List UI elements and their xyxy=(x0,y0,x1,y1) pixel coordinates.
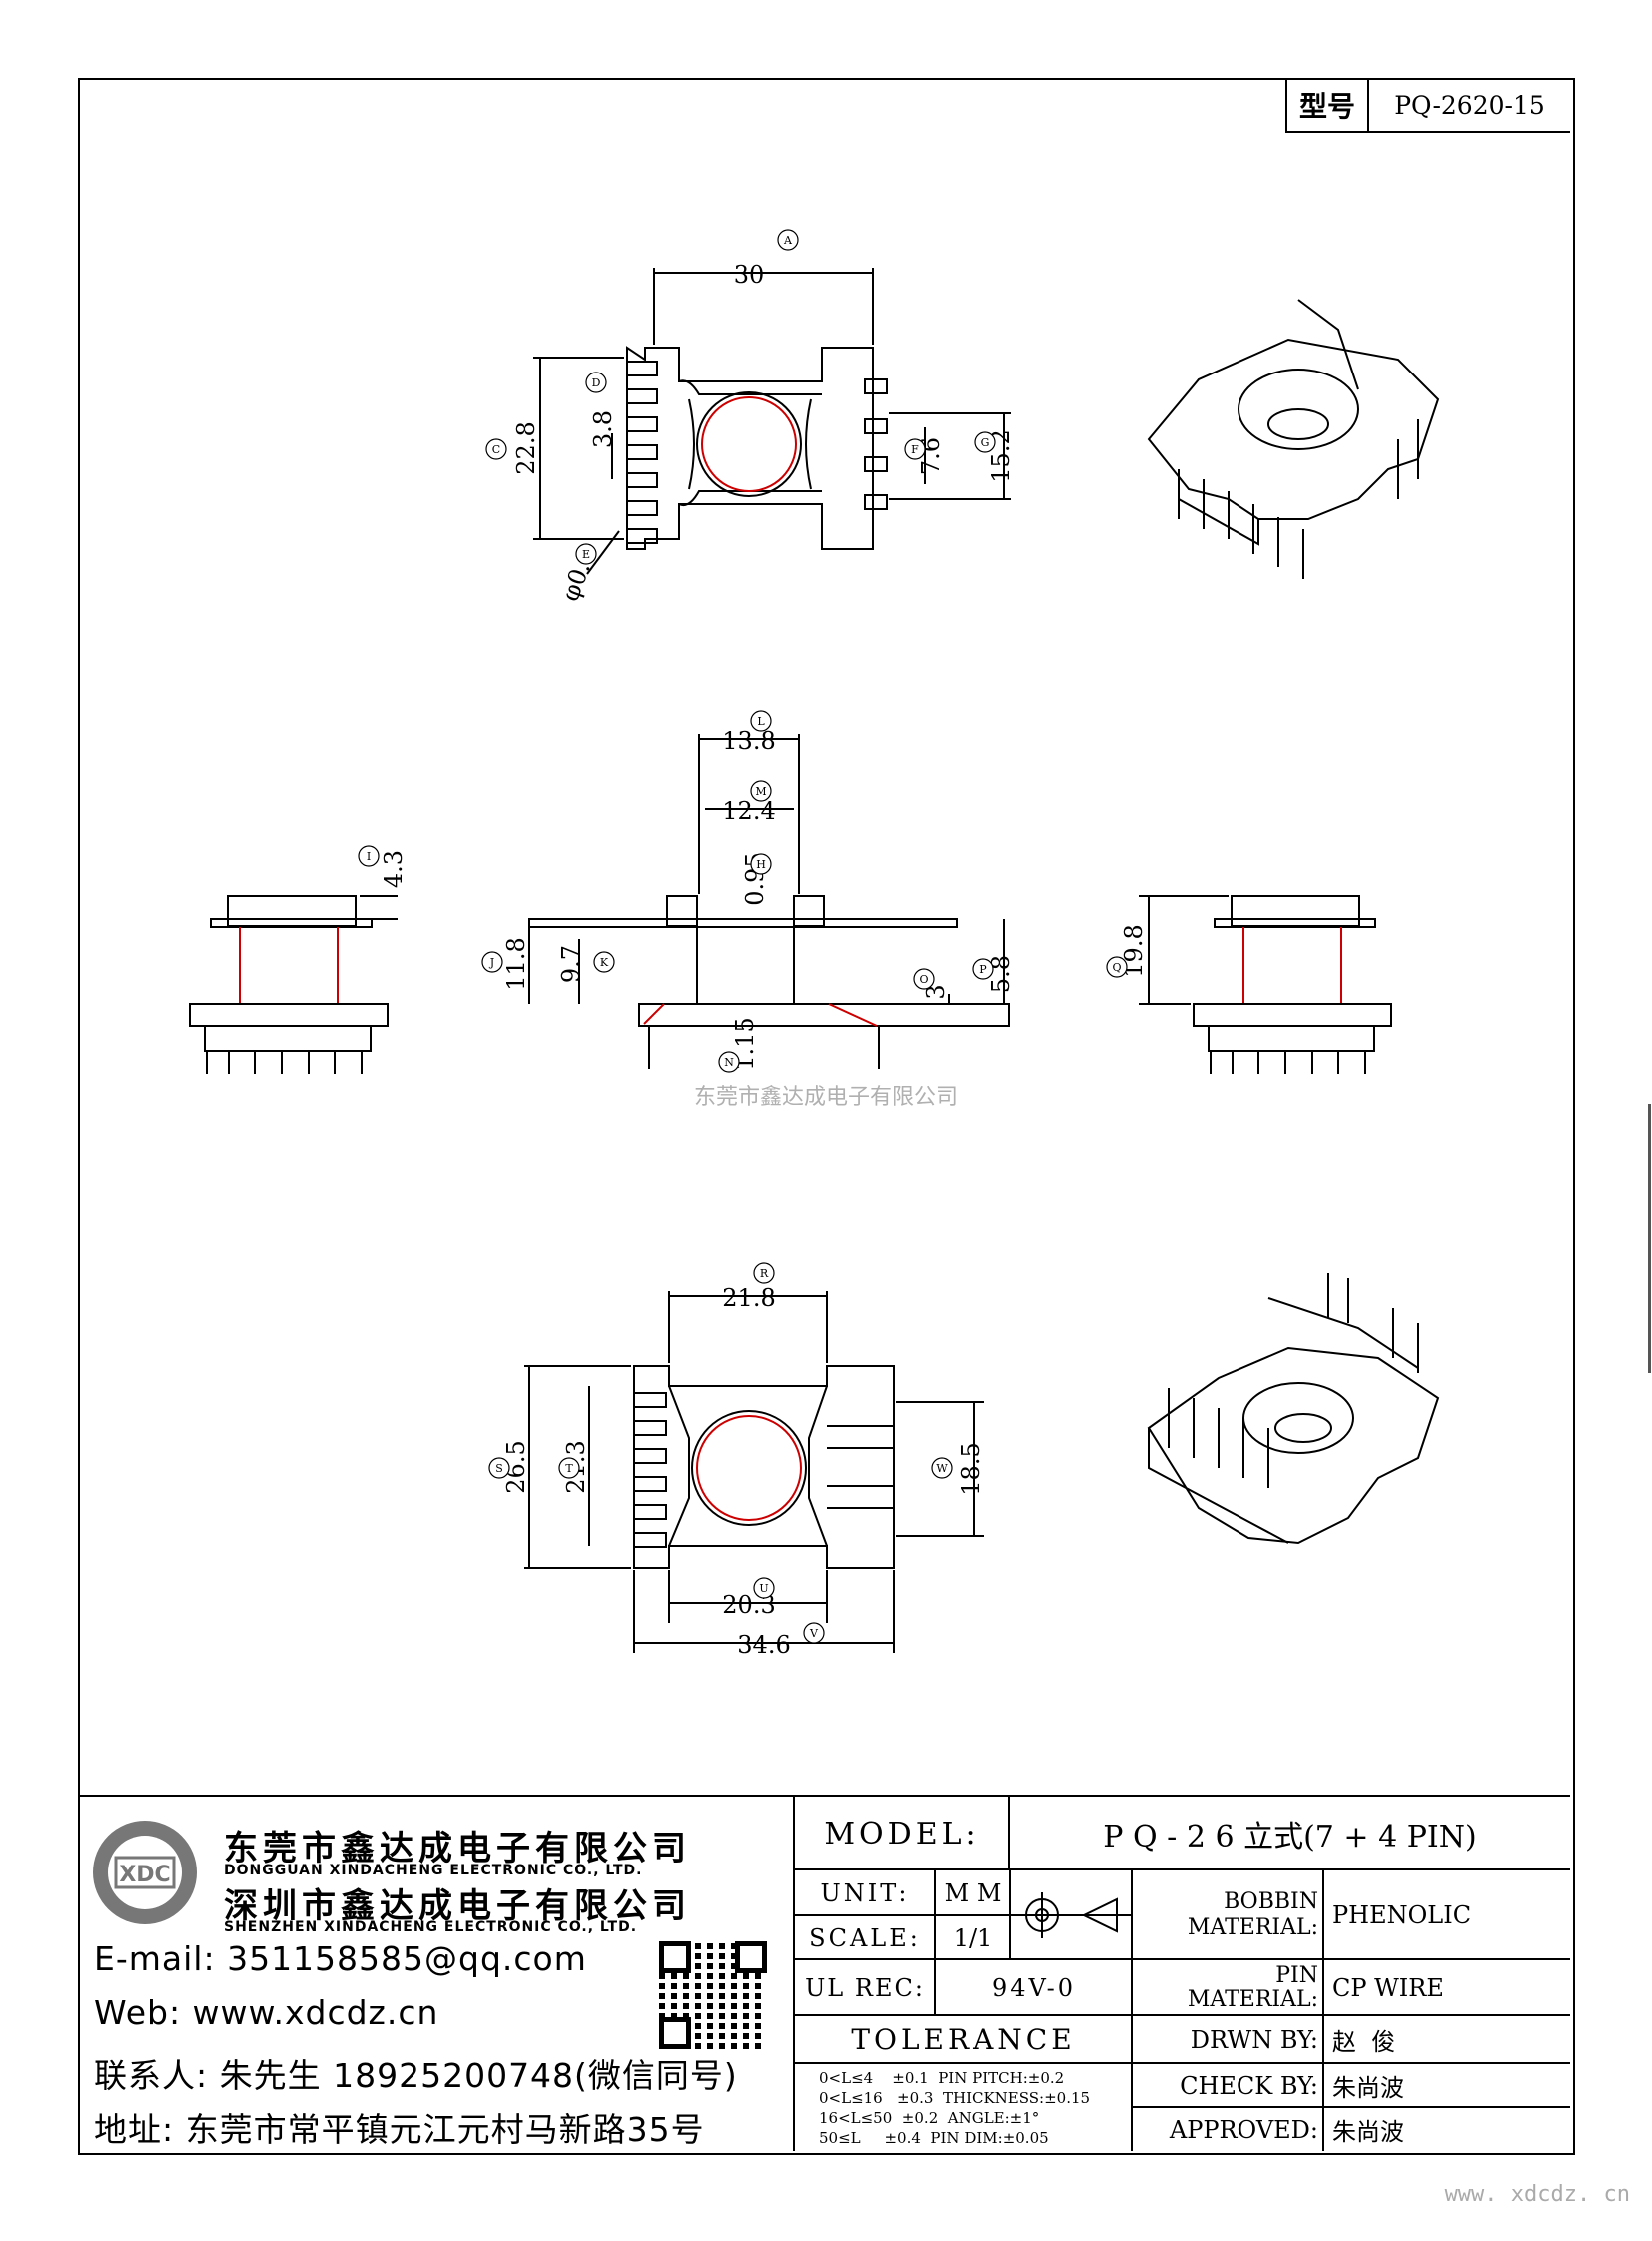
company-logo-icon xyxy=(93,1821,197,1924)
drawn-value: 赵 俊 xyxy=(1332,2028,1396,2056)
dim-K: 9.7 xyxy=(557,945,585,983)
bobbin-label: BOBBIN MATERIAL: xyxy=(1187,1888,1318,1940)
unit-value: M M xyxy=(944,1878,1002,1907)
projection-symbol-icon xyxy=(1019,1892,1118,1938)
bubble-Q: Q xyxy=(1112,961,1121,974)
type-label: 型号 xyxy=(1285,79,1367,133)
contact-address: 地址: 东莞市常平镇元江元村马新路35号 xyxy=(94,2110,705,2149)
bubble-U: U xyxy=(759,1582,768,1595)
tolerance-row: 0<L≤16 ±0.3 THICKNESS:±0.15 xyxy=(819,2089,1091,2107)
company-name-dg-cn: 东莞市鑫达成电子有限公司 xyxy=(224,1829,691,1868)
bubble-E: E xyxy=(582,548,590,561)
bubble-A: A xyxy=(783,234,793,247)
dim-C: 22.8 xyxy=(512,421,540,474)
bubble-L: L xyxy=(757,715,765,728)
type-value: PQ-2620-15 xyxy=(1367,79,1570,133)
logo-text: XDC xyxy=(119,1863,170,1887)
company-name-dg-en: DONGGUAN XINDACHENG ELECTRONIC CO., LTD. xyxy=(224,1863,643,1878)
scale-value: 1/1 xyxy=(953,1923,993,1952)
unit-label: UNIT: xyxy=(820,1878,910,1907)
tolerance-label: TOLERANCE xyxy=(851,2023,1076,2056)
check-label: CHECK BY: xyxy=(1180,2071,1318,2100)
side-view-right xyxy=(1139,895,1392,1074)
iso-view-top xyxy=(1147,299,1440,579)
dim-W: 18.5 xyxy=(957,1442,985,1495)
bubble-D: D xyxy=(592,376,601,389)
dim-I: 4.3 xyxy=(380,850,408,888)
side-view-left xyxy=(189,895,398,1074)
ul-label: UL REC: xyxy=(805,1973,925,2002)
bubble-T: T xyxy=(565,1462,573,1475)
bubble-S: S xyxy=(495,1462,503,1475)
check-value: 朱尚波 xyxy=(1332,2074,1404,2102)
approved-label: APPROVED: xyxy=(1169,2115,1318,2144)
bubble-I: I xyxy=(367,850,371,863)
tolerance-row: 16<L≤50 ±0.2 ANGLE:±1° xyxy=(819,2109,1040,2127)
tolerance-row: 50≤L ±0.4 PIN DIM:±0.05 xyxy=(819,2129,1049,2147)
contact-web: Web: www.xdcdz.cn xyxy=(94,1993,439,2032)
iso-view-bottom xyxy=(1147,1273,1440,1545)
bubble-M: M xyxy=(755,785,766,798)
qr-finder-tl xyxy=(659,1941,691,1973)
bobbin-value: PHENOLIC xyxy=(1332,1900,1472,1929)
dim-J: 11.8 xyxy=(502,937,530,990)
company-name-sz-en: SHENZHEN XINDACHENG ELECTRONIC CO., LTD. xyxy=(224,1919,638,1935)
qr-finder-tr xyxy=(735,1941,767,1973)
scale-label: SCALE: xyxy=(809,1923,921,1952)
qr-finder-bl xyxy=(659,2017,691,2049)
bottom-view xyxy=(524,1291,984,1653)
dim-R: 21.8 xyxy=(722,1284,775,1312)
dim-V: 34.6 xyxy=(737,1631,790,1659)
contact-email: E-mail: 351158585@qq.com xyxy=(94,1939,587,1978)
bubble-O: O xyxy=(919,973,928,986)
bubble-G: G xyxy=(981,436,990,449)
dim-D: 3.8 xyxy=(589,410,617,448)
approved-value: 朱尚波 xyxy=(1332,2118,1404,2146)
company-name-sz-cn: 深圳市鑫达成电子有限公司 xyxy=(224,1886,691,1926)
contact-person: 联系人: 朱先生 18925200748(微信同号) xyxy=(94,2056,738,2095)
bubble-W: W xyxy=(936,1462,948,1475)
tolerance-row: 0<L≤4 ±0.1 PIN PITCH:±0.2 xyxy=(819,2069,1065,2087)
dim-L: 13.8 xyxy=(722,727,775,755)
bubble-F: F xyxy=(911,443,919,456)
dim-M: 12.4 xyxy=(722,797,775,825)
bubble-N: N xyxy=(724,1056,734,1069)
bubble-C: C xyxy=(492,443,500,456)
pin-label: PIN MATERIAL: xyxy=(1187,1962,1318,2012)
bubble-K: K xyxy=(600,956,609,969)
drawing-frame xyxy=(78,78,1575,2155)
model-label: MODEL: xyxy=(824,1816,980,1852)
drawn-label: DRWN BY: xyxy=(1190,2025,1318,2054)
bubble-J: J xyxy=(489,956,494,969)
bubble-P: P xyxy=(979,963,987,976)
ul-value: 94V-0 xyxy=(991,1973,1077,2002)
bubble-H: H xyxy=(756,858,766,871)
bubble-R: R xyxy=(760,1267,769,1280)
watermark-center: 东莞市鑫达成电子有限公司 xyxy=(694,1085,958,1110)
bubble-V: V xyxy=(809,1627,819,1640)
top-view xyxy=(533,268,1011,575)
dim-A: 30 xyxy=(734,261,765,289)
pin-value: CP WIRE xyxy=(1332,1973,1444,2002)
watermark-corner: www. xdcdz. cn xyxy=(1445,2182,1630,2207)
model-value: P Q - 2 6 立式(7 + 4 PIN) xyxy=(1103,1820,1477,1855)
front-view-center xyxy=(528,734,1010,1069)
scrollbar[interactable] xyxy=(1648,1104,1651,1373)
